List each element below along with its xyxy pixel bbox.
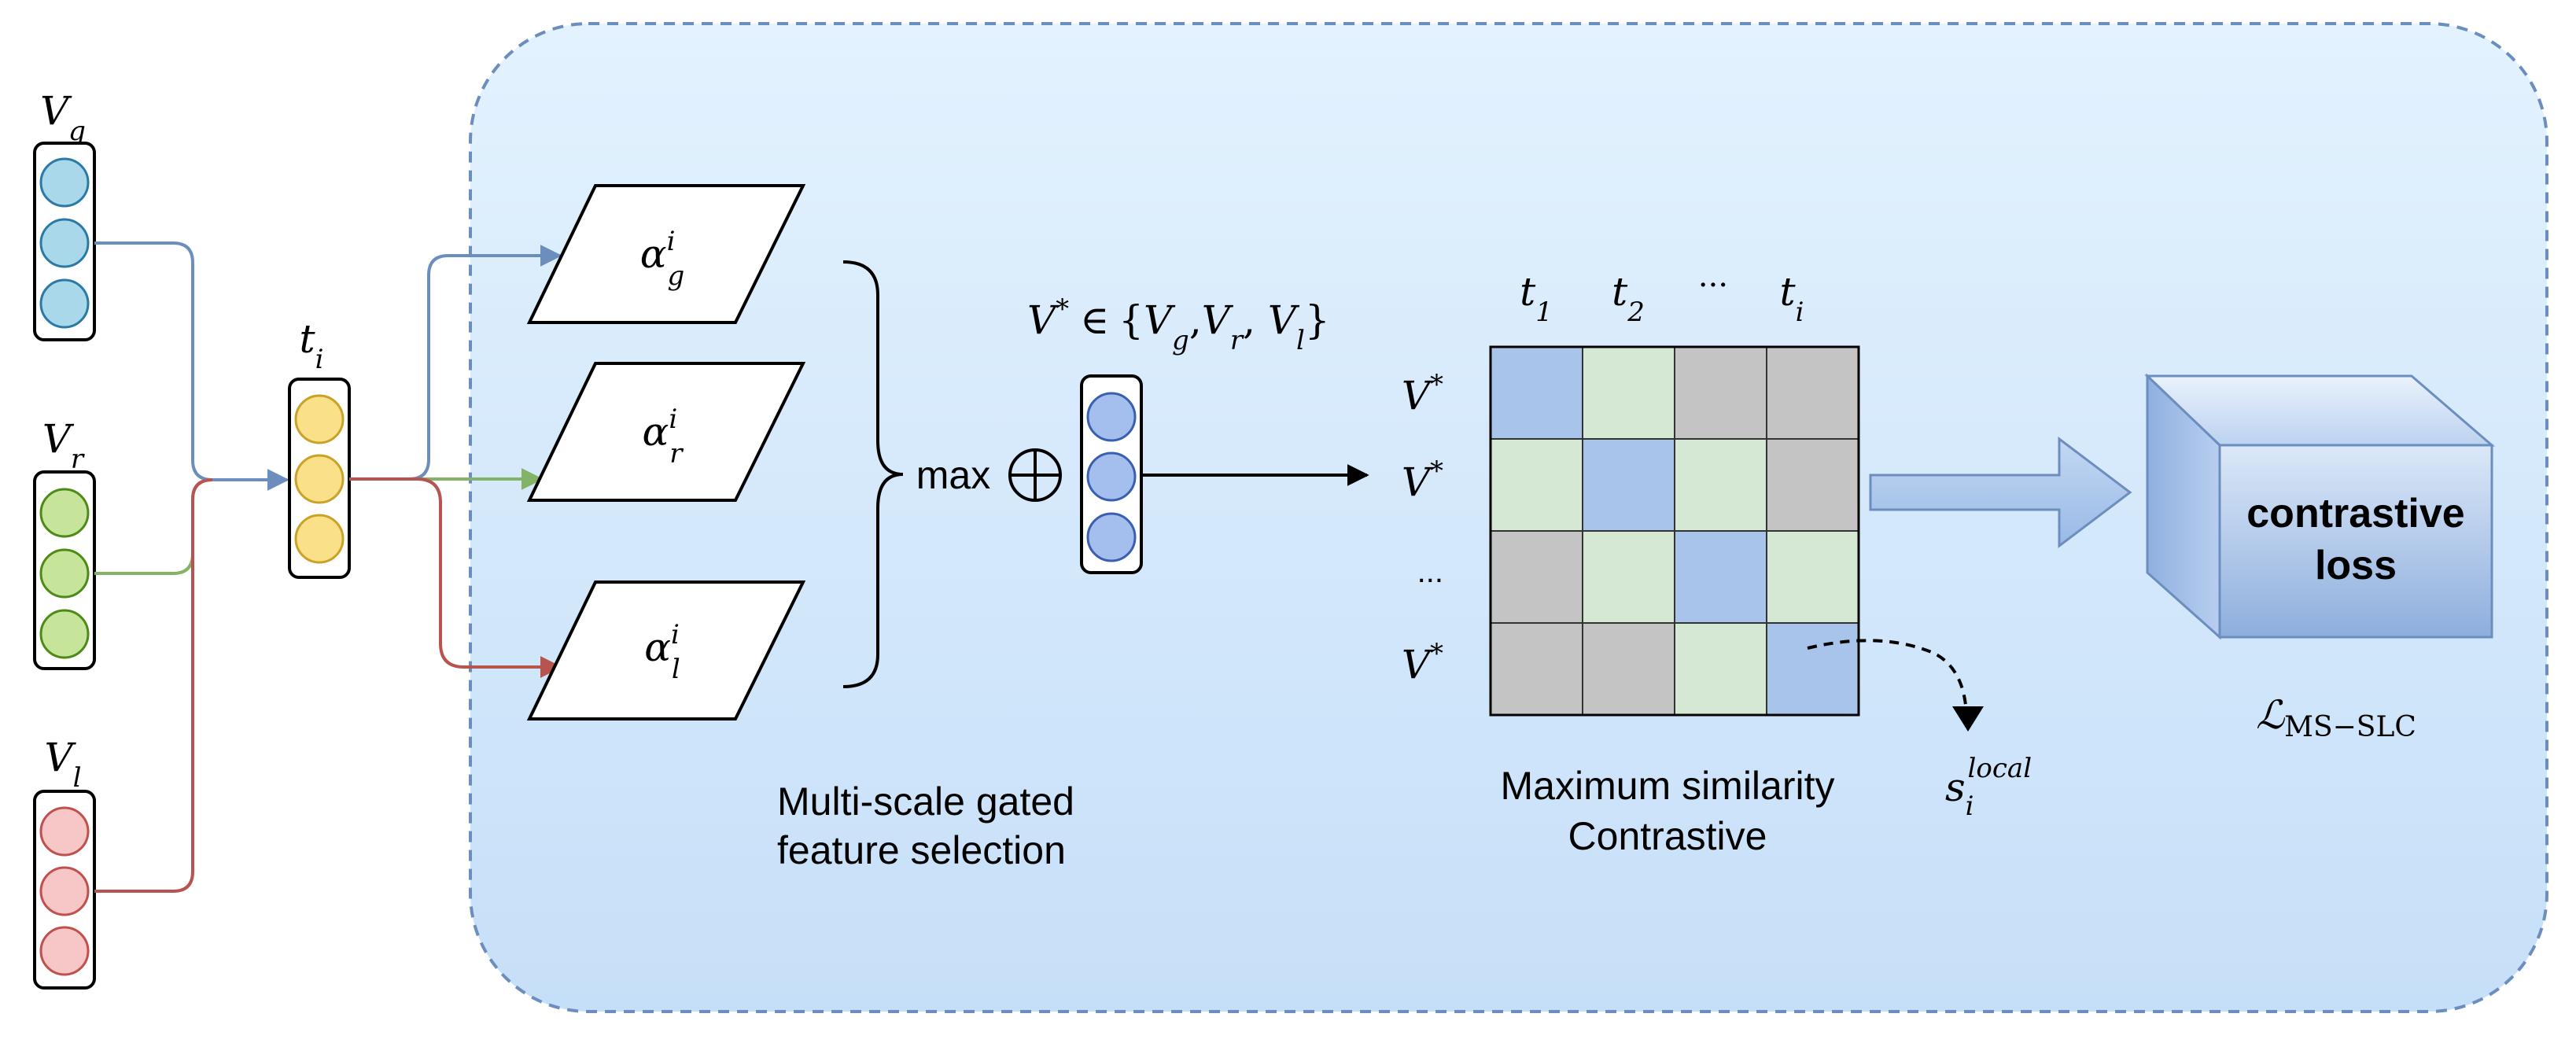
matrix-cell-2-0	[1490, 530, 1583, 624]
svg-text:αig: αig	[640, 226, 684, 292]
matrix-outline	[1489, 345, 1860, 717]
svg-text:αil: αil	[644, 619, 680, 685]
matrix-cell-2-2	[1674, 530, 1767, 624]
local-similarity-arrow	[1807, 639, 1968, 717]
matrix-caption-line2: Contrastive	[1568, 814, 1767, 858]
gated-caption-line2: feature selection	[777, 828, 1066, 872]
matrix-cell-2-3	[1766, 530, 1859, 624]
matrix-cell-3-1	[1582, 622, 1675, 716]
gated-caption-line1: Multi-scale gated	[777, 779, 1074, 824]
local-similarity-arrowhead	[1952, 706, 1984, 732]
matrix-col-header-2: ···	[1698, 267, 1728, 304]
contrastive-loss-box: contrastive loss	[2144, 373, 2496, 640]
matrix-cell-1-2	[1674, 438, 1767, 532]
matrix-cell-0-3	[1766, 346, 1859, 440]
token-to-gate-l-line	[349, 477, 562, 678]
matrix-cell-3-2	[1674, 622, 1767, 716]
matrix-cell-1-3	[1766, 438, 1859, 532]
gate-brace	[842, 260, 904, 688]
matrix-col-header-1: t2	[1612, 269, 1645, 328]
matrix-row-header-3: V*	[1402, 638, 1443, 687]
matrix-to-loss-arrow	[1869, 436, 2132, 549]
text-token-vector: ti	[288, 316, 351, 579]
region-visual-vector: Vr	[33, 416, 96, 670]
fused-set-expression: V*∈{Vg,Vr, Vl}	[1027, 293, 1330, 356]
matrix-cell-2-1	[1582, 530, 1675, 624]
local-to-token-line	[94, 478, 213, 893]
fused-vector	[1080, 374, 1143, 574]
svg-text:αir: αir	[643, 404, 684, 470]
matrix-row-header-1: V*	[1402, 455, 1443, 505]
matrix-col-header-0: t1	[1520, 269, 1553, 328]
matrix-caption-line1: Maximum similarity	[1501, 764, 1835, 808]
loss-box-line1: contrastive	[2246, 491, 2464, 536]
loss-symbol: ℒMS−SLC	[2256, 692, 2416, 743]
max-label: max	[916, 453, 990, 497]
matrix-cell-3-0	[1490, 622, 1583, 716]
matrix-cell-1-0	[1490, 438, 1583, 532]
global-visual-vector: Vg	[33, 88, 96, 341]
matrix-cell-0-2	[1674, 346, 1767, 440]
matrix-cell-0-1	[1582, 346, 1675, 440]
loss-box-line2: loss	[2315, 543, 2397, 588]
global-vector-label: Vg	[40, 88, 86, 147]
matrix-row-header-0: V*	[1402, 369, 1443, 418]
matrix-row-headers: V* V*... V*	[1402, 369, 1443, 687]
matrix-cell-1-1	[1582, 438, 1675, 532]
matrix-column-headers: t1 t2 ··· ti	[1520, 267, 1804, 328]
local-similarity-label: silocal	[1945, 753, 2032, 822]
global-to-token-line	[94, 241, 289, 491]
similarity-matrix	[1489, 345, 1860, 717]
oplus-icon	[1008, 448, 1062, 502]
matrix-cell-3-3	[1766, 622, 1859, 716]
matrix-cell-0-0	[1490, 346, 1583, 440]
matrix-row-header-2: ...	[1417, 555, 1443, 589]
matrix-col-header-3: ti	[1780, 269, 1804, 328]
token-label: ti	[300, 316, 324, 375]
region-vector-label: Vr	[42, 416, 85, 475]
local-vector-label: Vl	[45, 735, 82, 794]
local-visual-vector: Vl	[33, 735, 96, 990]
